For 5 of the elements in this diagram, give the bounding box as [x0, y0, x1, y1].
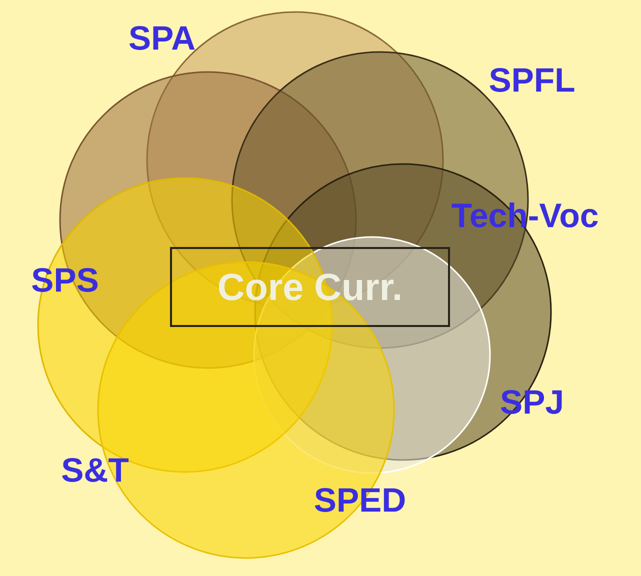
circle-label: SPA [129, 26, 195, 50]
circle-label: SPS [32, 268, 98, 292]
circle-label: SPFL [490, 68, 574, 92]
circle-label: SPED [314, 488, 405, 512]
circle-label: Tech-Voc [452, 202, 598, 228]
